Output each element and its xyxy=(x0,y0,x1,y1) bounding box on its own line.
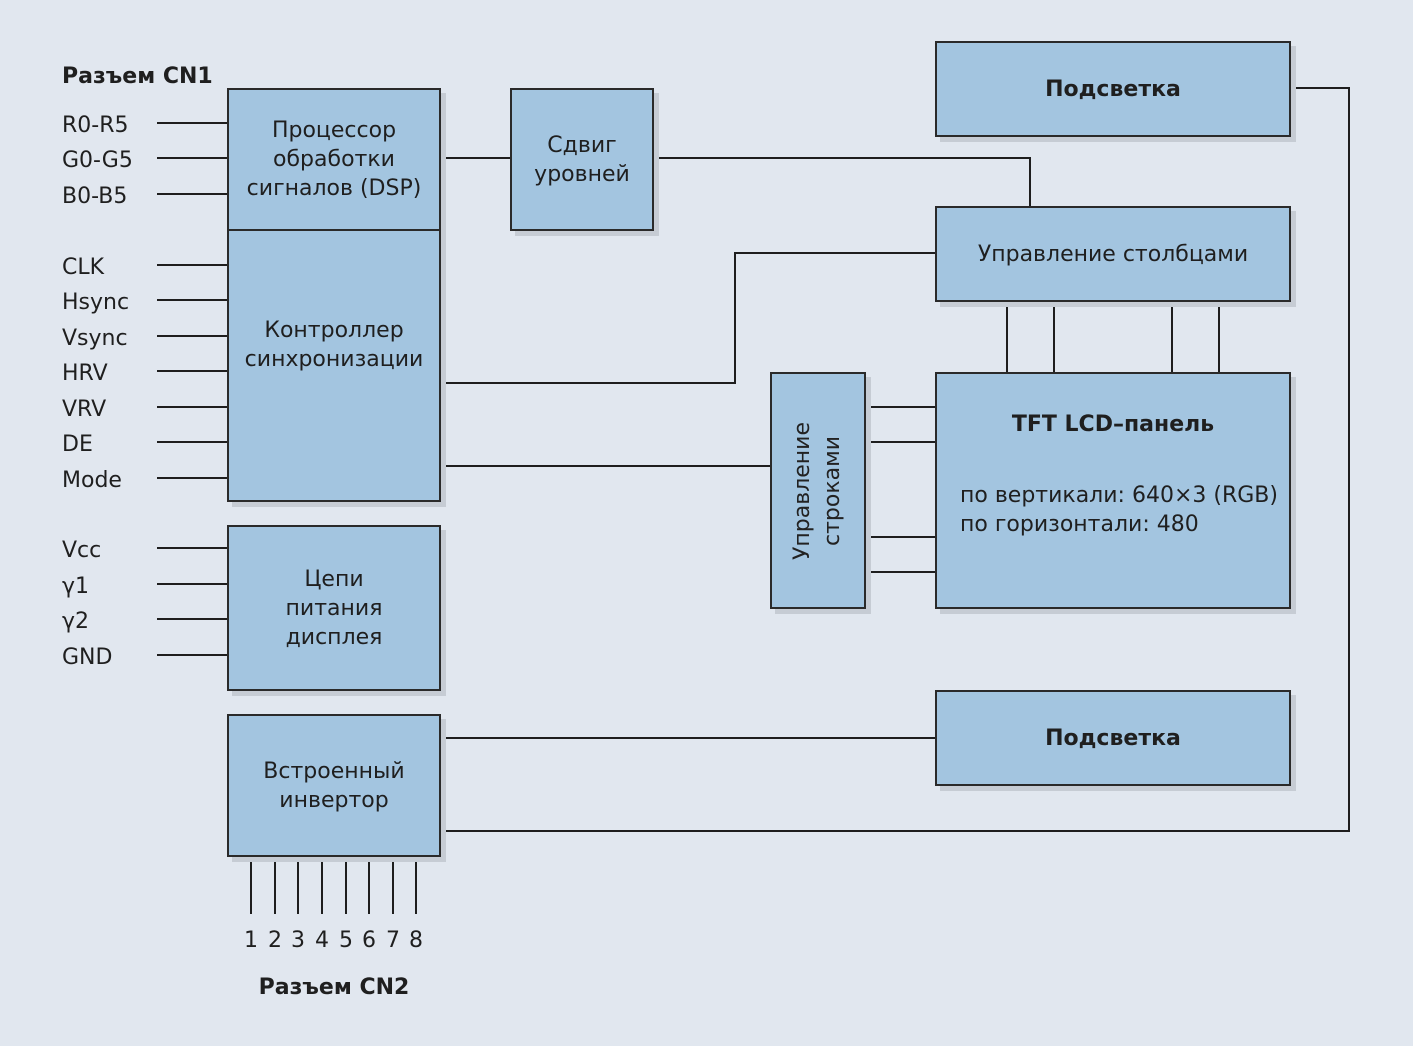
tft-panel-block: TFT LCD–панель по вертикали: 640×3 (RGB)… xyxy=(935,372,1291,609)
pin-de: DE xyxy=(62,432,93,457)
cn2-pin-8: 8 xyxy=(409,928,423,953)
backlight-bottom-block: Подсветка xyxy=(935,690,1291,786)
pin-gamma1: γ1 xyxy=(62,574,90,599)
tft-panel-vertical-res: по вертикали: 640×3 (RGB) xyxy=(960,483,1278,508)
pin-b0-b5: B0-B5 xyxy=(62,184,128,209)
column-control-label: Управление столбцами xyxy=(977,241,1249,267)
backlight-bottom-label: Подсветка xyxy=(1045,725,1181,751)
inverter-block: Встроенный инвертор xyxy=(227,714,441,857)
pin-gamma2: γ2 xyxy=(62,609,90,634)
cn2-pin-5: 5 xyxy=(339,928,353,953)
inverter-label: Встроенный инвертор xyxy=(263,758,405,813)
tft-panel-horizontal-res: по горизонтали: 480 xyxy=(960,512,1199,537)
level-shift-label: Сдвиг уровней xyxy=(534,132,630,187)
cn2-pin-3: 3 xyxy=(291,928,305,953)
sync-controller-label: Контроллер синхронизации xyxy=(244,317,424,372)
connector-cn1-title: Разъем CN1 xyxy=(62,64,213,89)
pin-r0-r5: R0-R5 xyxy=(62,113,129,138)
power-circuits-label: Цепи питания дисплея xyxy=(285,566,383,650)
pin-vsync: Vsync xyxy=(62,326,128,351)
pin-clk: CLK xyxy=(62,255,105,280)
row-control-block: Управление строками xyxy=(770,372,866,609)
backlight-top-block: Подсветка xyxy=(935,41,1291,137)
sync-controller-block: Контроллер синхронизации xyxy=(227,229,441,502)
power-circuits-block: Цепи питания дисплея xyxy=(227,525,441,691)
pin-gnd: GND xyxy=(62,645,113,670)
cn2-pin-7: 7 xyxy=(386,928,400,953)
dsp-label: Процессор обработки сигналов (DSP) xyxy=(246,118,422,201)
dsp-block: Процессор обработки сигналов (DSP) xyxy=(227,88,441,231)
backlight-top-label: Подсветка xyxy=(1045,76,1181,102)
pin-vrv: VRV xyxy=(62,397,107,422)
tft-panel-title: TFT LCD–панель xyxy=(1011,412,1215,437)
column-control-block: Управление столбцами xyxy=(935,206,1291,302)
pin-vcc: Vcc xyxy=(62,538,102,563)
connector-cn2-title: Разъем CN2 xyxy=(258,975,410,1000)
pin-hrv: HRV xyxy=(62,361,108,386)
pin-g0-g5: G0-G5 xyxy=(62,148,133,173)
cn2-pin-1: 1 xyxy=(244,928,258,953)
cn2-pin-4: 4 xyxy=(315,928,329,953)
row-control-label: Управление строками xyxy=(790,421,846,560)
cn2-pin-6: 6 xyxy=(362,928,376,953)
pin-mode: Mode xyxy=(62,468,122,493)
pin-hsync: Hsync xyxy=(62,290,130,315)
cn2-pin-2: 2 xyxy=(268,928,282,953)
level-shift-block: Сдвиг уровней xyxy=(510,88,654,231)
